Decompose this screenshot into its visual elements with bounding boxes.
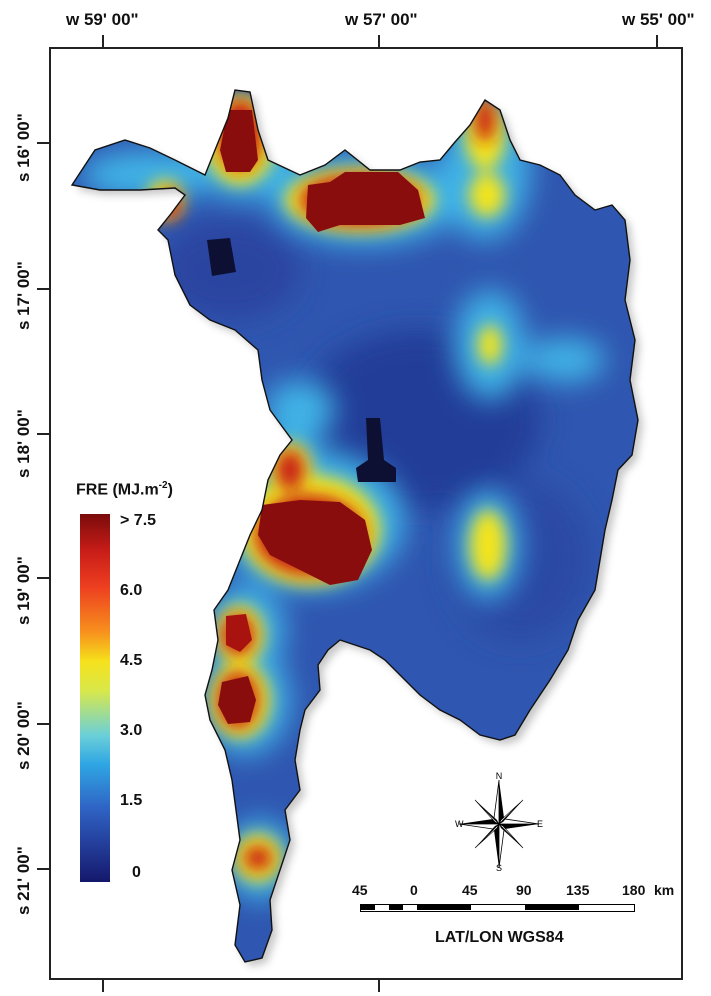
legend-tick-label: 4.5 xyxy=(120,652,143,669)
axis-tick xyxy=(656,35,658,47)
scale-tick-label: 0 xyxy=(410,882,418,898)
axis-tick xyxy=(378,35,380,47)
axis-tick xyxy=(37,433,49,435)
scale-bar xyxy=(360,904,635,912)
compass-n-label: N xyxy=(496,771,503,781)
axis-tick xyxy=(102,980,104,992)
legend-tick-label: 0 xyxy=(132,864,141,881)
axis-tick xyxy=(37,577,49,579)
axis-tick xyxy=(37,868,49,870)
axis-tick xyxy=(37,288,49,290)
longitude-label-55w: w 55' 00" xyxy=(622,10,695,29)
scale-tick-label: 45 xyxy=(352,882,368,898)
legend-tick-label: 1.5 xyxy=(120,792,143,809)
datum-label: LAT/LON WGS84 xyxy=(435,929,564,946)
compass-w-label: W xyxy=(455,819,464,829)
legend-tick-label: > 7.5 xyxy=(120,512,157,529)
scale-tick-label: 180 xyxy=(622,882,646,898)
north-arrow-compass-icon: N S E W xyxy=(455,771,543,872)
scale-tick-label: 135 xyxy=(566,882,590,898)
axis-tick xyxy=(378,980,380,992)
axis-tick xyxy=(102,35,104,47)
scale-tick-label: 90 xyxy=(516,882,532,898)
legend-colorbar xyxy=(80,514,110,882)
axis-tick xyxy=(37,723,49,725)
scale-unit-label: km xyxy=(654,882,675,898)
compass-s-label: S xyxy=(496,863,502,872)
scale-tick-label: 45 xyxy=(462,882,478,898)
compass-e-label: E xyxy=(537,819,543,829)
axis-tick xyxy=(37,142,49,144)
legend-title: FRE (MJ.m-2) xyxy=(76,480,173,499)
legend-tick-label: 6.0 xyxy=(120,582,143,599)
longitude-label-57w: w 57' 00" xyxy=(345,10,418,29)
legend-tick-label: 3.0 xyxy=(120,722,143,739)
longitude-label-59w: w 59' 00" xyxy=(66,10,139,29)
